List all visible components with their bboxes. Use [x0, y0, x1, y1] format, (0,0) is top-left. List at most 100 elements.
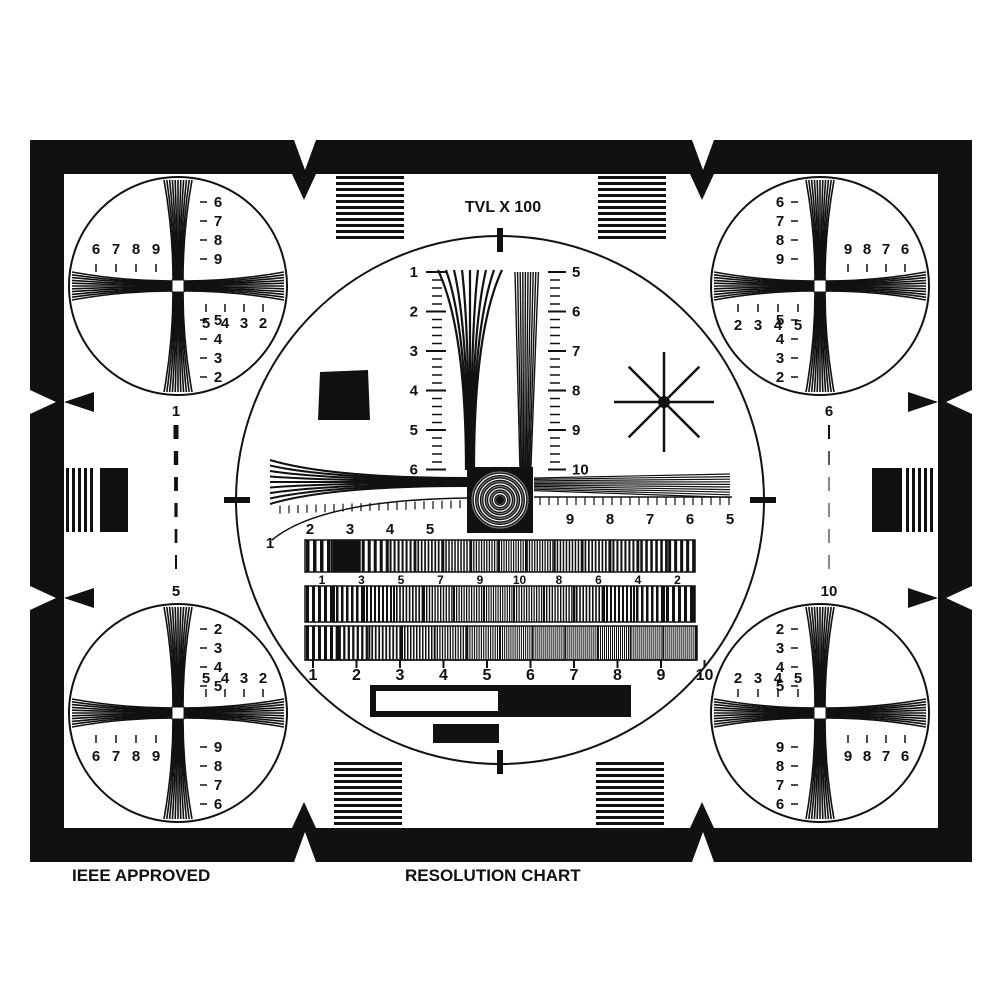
patch-line	[598, 182, 666, 185]
row-stripe	[324, 626, 327, 660]
row-divider	[663, 586, 665, 622]
row-stripe	[674, 540, 678, 572]
center-tick-right	[750, 497, 776, 503]
wedge-line	[71, 282, 173, 286]
row-stripe	[654, 626, 656, 660]
wedge-line	[713, 287, 815, 293]
row-stripe	[576, 586, 578, 622]
row-stripe	[568, 540, 571, 572]
wedge-line	[179, 606, 185, 708]
wedge-line	[183, 716, 285, 725]
wedge-line	[825, 706, 927, 712]
corner-wedge-right	[183, 698, 285, 728]
wedge-line	[713, 701, 815, 710]
wedge-line	[713, 713, 815, 717]
wedge-line	[825, 276, 927, 284]
patch-line	[596, 780, 664, 783]
wedge-line	[713, 286, 815, 290]
wedge-line	[71, 274, 173, 283]
row-stripe	[548, 626, 550, 660]
row-stripe	[483, 626, 485, 660]
horizontal-left-label: 4	[386, 521, 395, 538]
corner-label: 4	[221, 315, 230, 332]
wedge-line	[808, 718, 817, 820]
row-stripe	[671, 626, 673, 660]
row-stripe	[528, 540, 531, 572]
corner-label: 8	[214, 232, 222, 249]
wedge-line	[533, 478, 731, 482]
row-stripe	[534, 626, 536, 660]
row-stripe	[320, 540, 324, 572]
row-stripe	[565, 540, 568, 572]
row-divider	[401, 626, 403, 660]
gray-scale-boxes	[370, 685, 631, 743]
row-stripe	[476, 586, 478, 622]
corner-label: 3	[776, 350, 784, 367]
wedge-line	[180, 606, 188, 708]
corner-label: 2	[214, 369, 222, 386]
bottom-scale-label: 5	[483, 667, 492, 684]
row-stripe	[399, 626, 402, 660]
patch-line	[334, 762, 402, 765]
wedge-line	[525, 271, 529, 471]
wedge-line	[182, 179, 193, 281]
row-stripe	[431, 626, 433, 660]
row-stripe	[684, 586, 687, 622]
wedge-line	[810, 291, 818, 393]
row-stripe	[347, 626, 350, 660]
row-divider	[470, 540, 473, 572]
corner-label: 7	[214, 213, 222, 230]
row-stripe	[616, 540, 619, 572]
wedge-line	[821, 606, 827, 708]
horizontal-left-label: 1	[266, 535, 274, 552]
bottom-scale-label: 2	[352, 667, 361, 684]
wedge-line	[825, 716, 927, 725]
row-stripe	[690, 586, 693, 622]
row-stripe	[683, 626, 685, 660]
corner-label: 5	[776, 312, 784, 329]
row-stripe	[504, 626, 506, 660]
corner-label: 2	[776, 369, 784, 386]
row-stripe	[452, 626, 454, 660]
patch-line	[596, 774, 664, 777]
row-stripe	[405, 540, 408, 572]
row-stripe	[571, 540, 574, 572]
bar-row-1-label: 6	[595, 573, 602, 587]
corner-wedge-down	[805, 291, 835, 393]
row-stripe	[428, 626, 430, 660]
corner-label: 8	[776, 758, 784, 775]
row-stripe	[610, 586, 612, 622]
wedge-line	[808, 291, 817, 393]
right-scale-label: 6	[572, 304, 580, 321]
patch-line	[336, 194, 404, 197]
row-stripe	[506, 586, 508, 622]
row-divider	[466, 626, 469, 660]
row-stripe	[510, 540, 512, 572]
wedge-line	[71, 289, 173, 298]
zone-ring	[481, 481, 520, 520]
wedge-line	[71, 717, 173, 728]
patch-line	[596, 804, 664, 807]
row-stripe	[536, 540, 538, 572]
wedge-line	[514, 271, 521, 471]
row-stripe	[585, 626, 587, 660]
row-stripe	[456, 586, 458, 622]
row-divider	[414, 540, 417, 572]
row-stripe	[465, 626, 467, 660]
row-stripe	[454, 540, 456, 572]
row-stripe	[480, 540, 483, 572]
wedge-line	[71, 716, 173, 725]
corner-label: 2	[259, 315, 267, 332]
row-stripe	[382, 586, 384, 622]
bar-row-1	[304, 539, 696, 573]
row-stripe	[361, 540, 365, 572]
row-stripe	[341, 586, 344, 622]
horizontal-left-label: 5	[426, 521, 434, 538]
wedge-line	[810, 718, 818, 820]
row-stripe	[437, 586, 439, 622]
row-stripe	[549, 540, 551, 572]
right-scale-label: 5	[572, 264, 580, 281]
wedge-line	[71, 714, 173, 720]
row-stripe	[488, 540, 491, 572]
center-tick-top	[497, 228, 503, 252]
